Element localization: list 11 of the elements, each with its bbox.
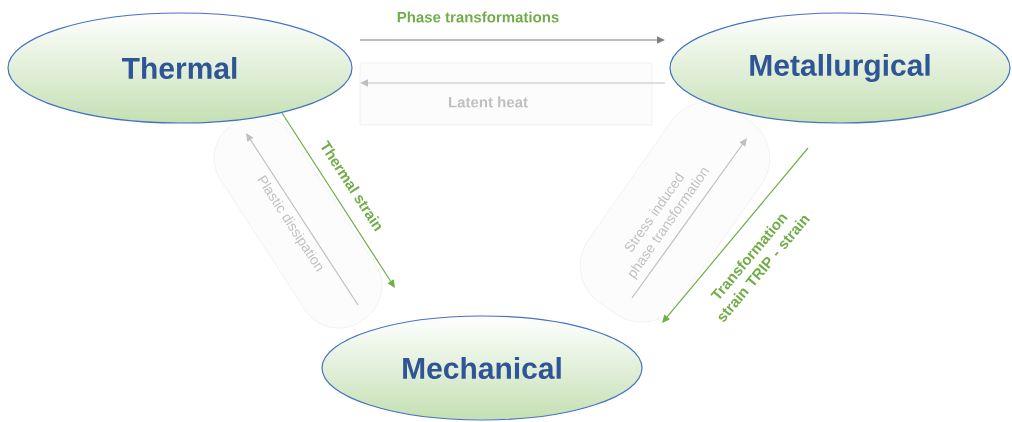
edge-label: Latent heat — [449, 96, 528, 108]
arrow — [246, 133, 359, 306]
ellipse-node: Mechanical — [321, 315, 643, 421]
arrow — [281, 112, 395, 288]
arrow — [631, 138, 747, 299]
arrow — [359, 36, 665, 44]
ellipse-node: Thermal — [7, 12, 353, 124]
ellipse-node: Metallurgical — [669, 12, 1011, 124]
arrow — [662, 147, 809, 323]
arrow — [360, 79, 666, 87]
edge-label: Phase transformations — [397, 11, 559, 23]
